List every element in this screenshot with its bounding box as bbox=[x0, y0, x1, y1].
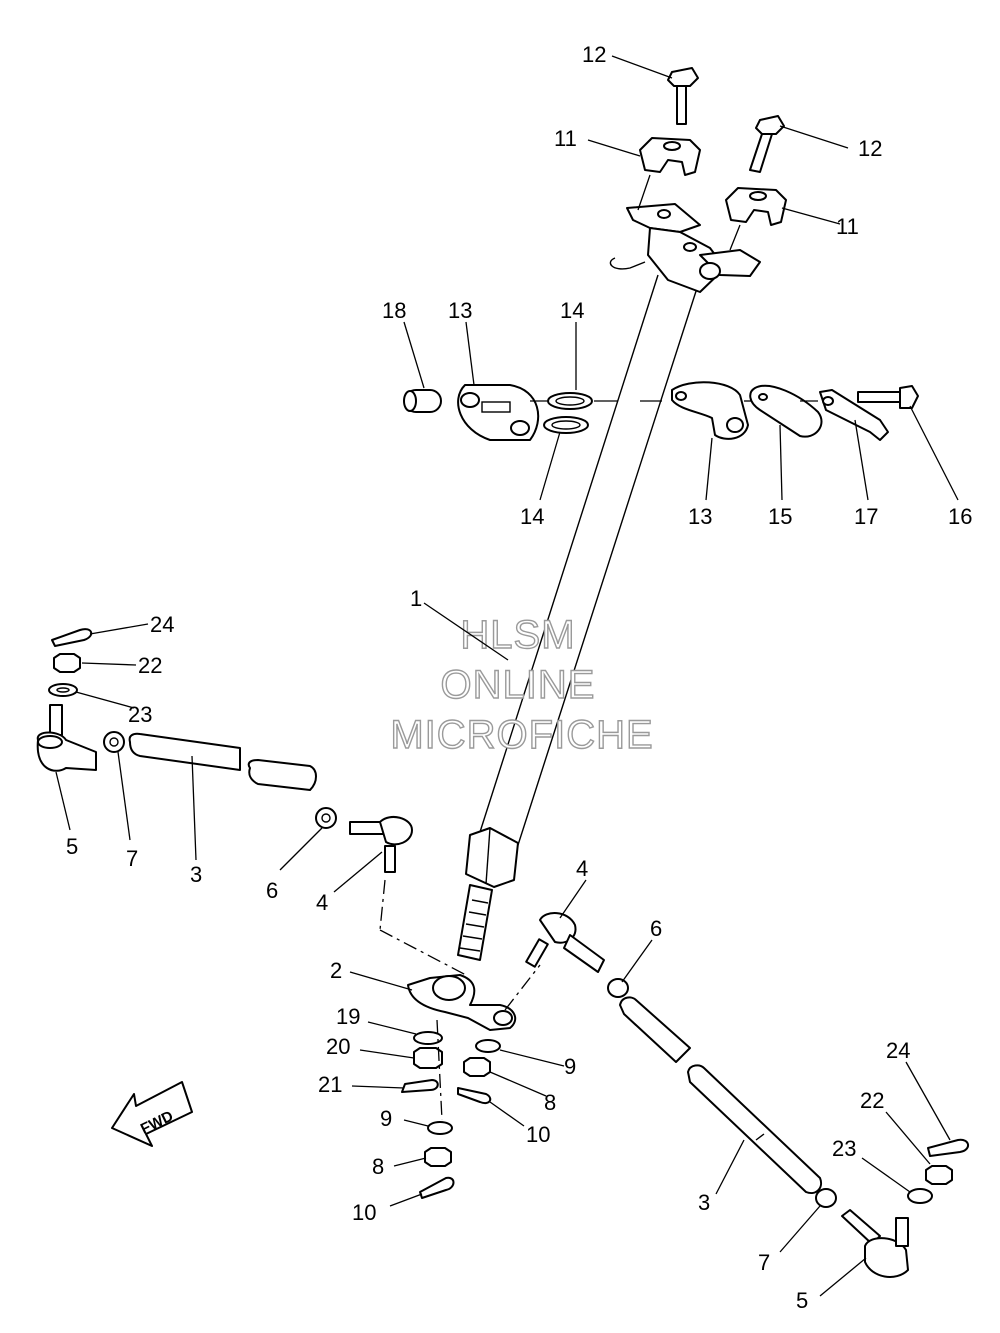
callout-16: 16 bbox=[948, 504, 972, 529]
washer-9-lower bbox=[427, 1121, 453, 1135]
callout-1: 1 bbox=[410, 586, 422, 611]
tie-rod-end-5-left bbox=[36, 704, 97, 772]
washer-23-left bbox=[48, 683, 78, 697]
locknut-6-right bbox=[607, 978, 629, 998]
tie-rod-3-left bbox=[128, 732, 317, 791]
callout-2: 2 bbox=[330, 958, 342, 983]
callout-9: 9 bbox=[564, 1054, 576, 1079]
cotter-pin-21 bbox=[401, 1079, 439, 1093]
washer-9-upper bbox=[475, 1039, 501, 1053]
shaft-upper-bracket bbox=[609, 203, 761, 293]
callout-20: 20 bbox=[326, 1034, 350, 1059]
bolt-16 bbox=[857, 385, 919, 409]
callout-10: 10 bbox=[352, 1200, 376, 1225]
locknut-7-right bbox=[815, 1188, 837, 1208]
callout-8: 8 bbox=[544, 1090, 556, 1115]
stay-17 bbox=[819, 389, 889, 441]
nut-20 bbox=[413, 1047, 443, 1069]
callout-numbers: 12 12 11 11 18 13 14 14 13 15 17 16 1 24… bbox=[66, 42, 972, 1313]
washer-23-right bbox=[907, 1188, 933, 1204]
callout-19: 19 bbox=[336, 1004, 360, 1029]
nut-8-upper bbox=[463, 1057, 491, 1077]
callout-23: 23 bbox=[832, 1136, 856, 1161]
bolt-12-left bbox=[667, 67, 699, 125]
washer-19 bbox=[413, 1031, 443, 1045]
watermark: HLSM ONLINE MICROFICHE bbox=[390, 612, 654, 757]
callout-5: 5 bbox=[796, 1288, 808, 1313]
bolt-12-right bbox=[749, 115, 785, 173]
watermark-line2: ONLINE bbox=[441, 663, 596, 707]
tie-rod-3-right bbox=[619, 996, 822, 1194]
callout-13: 13 bbox=[448, 298, 472, 323]
tie-rod-end-4-left bbox=[349, 815, 413, 873]
cotter-pin-10-upper bbox=[457, 1087, 492, 1104]
callout-22: 22 bbox=[138, 653, 162, 678]
cotter-pin-24-right bbox=[927, 1138, 969, 1157]
callout-12: 12 bbox=[858, 136, 882, 161]
callout-7: 7 bbox=[126, 846, 138, 871]
steering-shaft bbox=[457, 274, 699, 961]
callout-10: 10 bbox=[526, 1122, 550, 1147]
callout-6: 6 bbox=[266, 878, 278, 903]
callout-22: 22 bbox=[860, 1088, 884, 1113]
cotter-pin-24-left bbox=[51, 628, 93, 647]
clamp-11-left bbox=[639, 137, 701, 176]
watermark-line1: HLSM bbox=[460, 613, 575, 657]
callout-14: 14 bbox=[520, 504, 544, 529]
leader-lines bbox=[55, 55, 959, 1297]
washer-14-upper bbox=[547, 392, 593, 410]
callout-6: 6 bbox=[650, 916, 662, 941]
nut-22-right bbox=[925, 1165, 953, 1185]
callout-23: 23 bbox=[128, 702, 152, 727]
callout-17: 17 bbox=[854, 504, 878, 529]
washer-14-lower bbox=[543, 416, 589, 434]
callout-4: 4 bbox=[576, 856, 588, 881]
callout-21: 21 bbox=[318, 1072, 342, 1097]
callout-7: 7 bbox=[758, 1250, 770, 1275]
callout-13: 13 bbox=[688, 504, 712, 529]
callout-3: 3 bbox=[190, 862, 202, 887]
locknut-6-left bbox=[315, 807, 337, 829]
nut-22-left bbox=[53, 653, 81, 673]
callout-5: 5 bbox=[66, 834, 78, 859]
callout-9: 9 bbox=[380, 1106, 392, 1131]
holder-13-left bbox=[457, 384, 540, 441]
clamp-11-right bbox=[725, 187, 787, 226]
pitman-arm-2 bbox=[407, 974, 517, 1031]
callout-15: 15 bbox=[768, 504, 792, 529]
callout-3: 3 bbox=[698, 1190, 710, 1215]
watermark-line3: MICROFICHE bbox=[390, 713, 653, 757]
tie-rod-end-5-right bbox=[841, 1209, 909, 1278]
callout-12: 12 bbox=[582, 42, 606, 67]
callout-18: 18 bbox=[382, 298, 406, 323]
locknut-7-left bbox=[103, 731, 125, 753]
callout-14: 14 bbox=[560, 298, 584, 323]
callout-24: 24 bbox=[886, 1038, 910, 1063]
cotter-pin-10-lower bbox=[419, 1176, 455, 1199]
callout-8: 8 bbox=[372, 1154, 384, 1179]
tie-rod-end-4-right bbox=[525, 912, 605, 973]
callout-11: 11 bbox=[554, 126, 577, 151]
fwd-arrow-icon: FWD bbox=[111, 1081, 193, 1147]
callout-11: 11 bbox=[836, 214, 859, 239]
callout-4: 4 bbox=[316, 890, 328, 915]
nut-8-lower bbox=[424, 1147, 452, 1167]
holder-13-right bbox=[671, 381, 749, 440]
callout-24: 24 bbox=[150, 612, 174, 637]
collar-18 bbox=[403, 389, 442, 413]
plate-15 bbox=[749, 384, 823, 438]
